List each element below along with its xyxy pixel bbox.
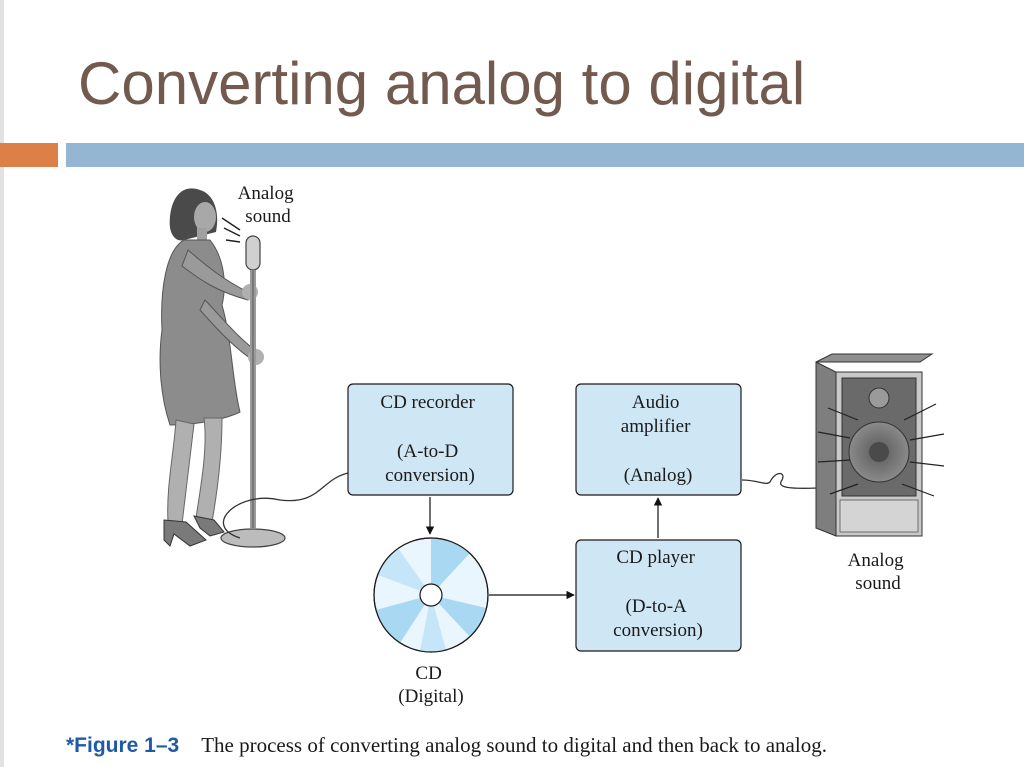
cd-label: CD (Digital): [398, 663, 463, 707]
conversion-diagram: Analog sound CD recorder (A-to-D convers…: [159, 183, 945, 707]
svg-text:CD recorder (A-to-D: CD recorder (A-to-D conversion): [380, 392, 479, 486]
title-accent-orange: [0, 143, 58, 167]
speaker-sound-label: Analog sound: [848, 550, 909, 594]
cd-player-box: CD player (D-to-A conversion): [575, 539, 742, 652]
singer-sound-label: Analog sound: [238, 183, 299, 227]
figure-caption: *Figure 1–3 The process of converting ana…: [66, 733, 827, 758]
speaker-cable: [741, 472, 819, 489]
figure-label: *Figure 1–3: [66, 734, 180, 757]
svg-text:Audio amplifier (A: Audio amplifier (Analog): [621, 392, 695, 486]
cd-disc-icon: [373, 537, 489, 653]
slide-title: Converting analog to digital: [78, 50, 806, 117]
svg-text:CD player (D-to-A: CD player (D-to-A conversion): [613, 547, 703, 641]
cd-recorder-name: CD recorder: [380, 392, 475, 413]
cd-recorder-box: CD recorder (A-to-D conversion): [347, 383, 514, 496]
title-accent-blue: [66, 143, 1024, 167]
audio-amplifier-box: Audio amplifier (Analog): [575, 383, 742, 496]
slide-frame-left: [0, 0, 4, 767]
figure-caption-text: The process of converting analog sound t…: [201, 733, 827, 757]
microphone-icon: [220, 217, 286, 548]
mic-cable: [223, 472, 349, 539]
speaker-icon: [815, 353, 945, 537]
